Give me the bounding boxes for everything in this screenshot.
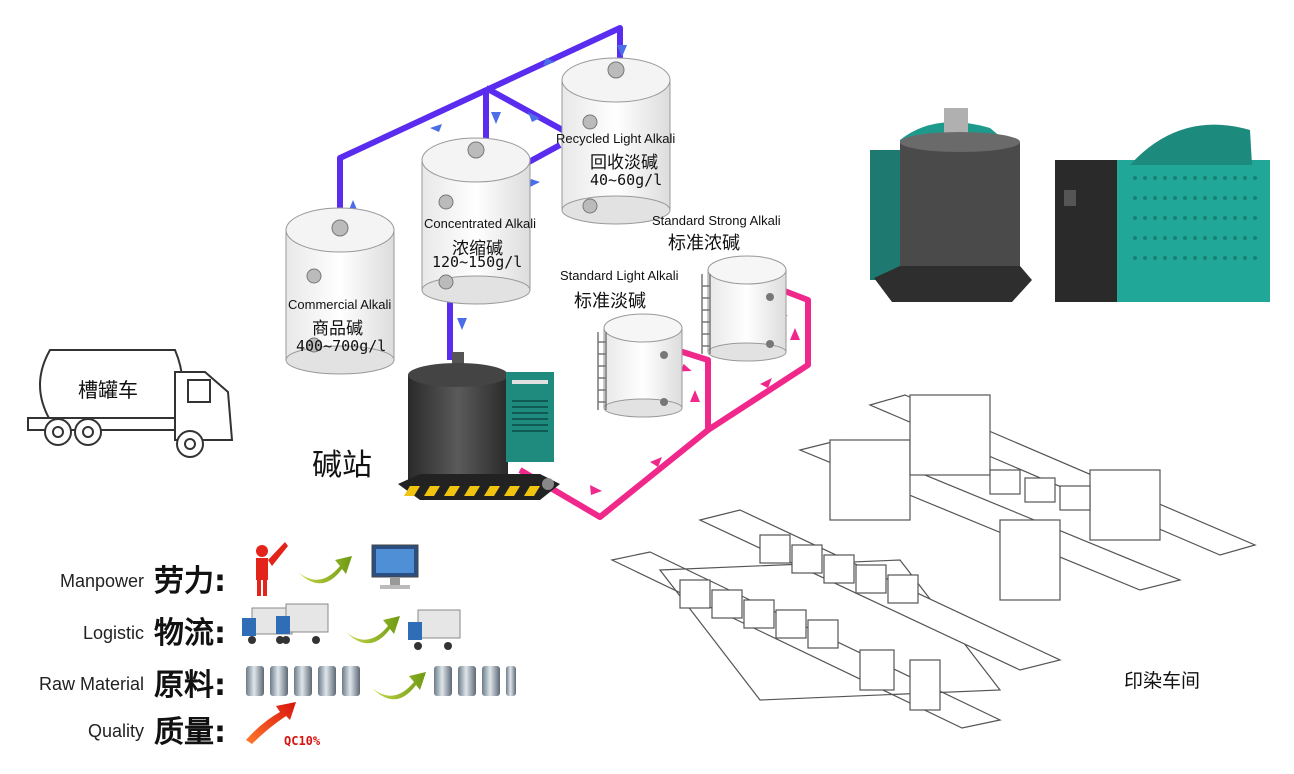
legend-quality-en: Quality bbox=[87, 721, 144, 741]
equipment-photo-tank bbox=[868, 108, 1033, 310]
standard-strong-alkali-en-label: Standard Strong Alkali bbox=[652, 213, 781, 228]
recycled-light-alkali-tank bbox=[561, 57, 671, 225]
green-arrow-icon bbox=[346, 616, 400, 644]
printing-workshop-lines bbox=[610, 394, 1257, 729]
standard-light-alkali-cn-label: 标准淡碱 bbox=[574, 291, 646, 312]
truck-icon-2 bbox=[276, 603, 329, 644]
commercial-alkali-concentration: 400~700g/l bbox=[296, 337, 387, 355]
manpower-icons bbox=[256, 542, 419, 596]
recycled-alkali-concentration: 40~60g/l bbox=[590, 171, 663, 189]
standard-light-alkali-en-label: Standard Light Alkali bbox=[560, 268, 679, 283]
commercial-alkali-cn-label: 商品碱 bbox=[312, 319, 363, 339]
legend-manpower-en: Manpower bbox=[59, 571, 144, 591]
alkali-station-label: 碱站 bbox=[312, 448, 372, 483]
quality-badge: QC10% bbox=[284, 734, 321, 748]
equipment-photo-cabinet bbox=[1055, 124, 1270, 302]
legend-logistic-en: Logistic bbox=[82, 623, 144, 643]
red-up-arrow-icon bbox=[246, 702, 296, 744]
alkali-station-machine bbox=[398, 352, 560, 500]
concentrated-alkali-en-label: Concentrated Alkali bbox=[424, 216, 537, 231]
standard-strong-alkali-cn-label: 标准浓碱 bbox=[668, 233, 740, 254]
standard-light-alkali-tank bbox=[597, 313, 683, 418]
legend-logistic-cn: 物流: bbox=[154, 616, 226, 651]
logistic-icons bbox=[242, 603, 461, 650]
concentrated-alkali-tank bbox=[421, 137, 531, 305]
tank-truck bbox=[27, 349, 234, 458]
recycled-alkali-en-label: Recycled Light Alkali bbox=[556, 131, 676, 146]
recycled-alkali-cn-label: 回收淡碱 bbox=[590, 153, 658, 173]
commercial-alkali-en-label: Commercial Alkali bbox=[288, 297, 392, 312]
printing-workshop-label: 印染车间 bbox=[1124, 670, 1201, 692]
legend-manpower-cn: 劳力: bbox=[154, 564, 226, 599]
person-icon bbox=[256, 542, 288, 596]
raw-material-icons bbox=[246, 666, 516, 700]
green-arrow-icon bbox=[372, 672, 426, 700]
tank-truck-label: 槽罐车 bbox=[78, 378, 138, 402]
barrel-icons-after bbox=[434, 666, 516, 696]
legend-raw-material-cn: 原料: bbox=[154, 668, 226, 703]
commercial-alkali-tank bbox=[285, 207, 395, 375]
concentrated-alkali-concentration: 120~150g/l bbox=[432, 253, 523, 271]
truck-icon-3 bbox=[408, 609, 461, 650]
concentrated-alkali-cn-label: 浓缩碱 bbox=[452, 239, 503, 259]
quality-icons bbox=[246, 702, 296, 744]
green-arrow-icon bbox=[298, 556, 352, 584]
standard-strong-alkali-tank bbox=[701, 255, 787, 362]
pink-pipe-network bbox=[518, 287, 811, 520]
computer-monitor-icon bbox=[371, 544, 419, 589]
legend-quality-cn: 质量: bbox=[154, 715, 226, 750]
barrel-icons-before bbox=[246, 666, 360, 696]
legend-raw-material-en: Raw Material bbox=[38, 674, 144, 694]
